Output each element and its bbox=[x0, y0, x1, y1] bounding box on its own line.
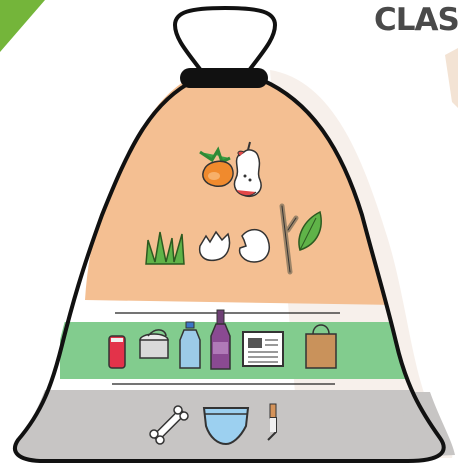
can-icon bbox=[109, 336, 125, 368]
page-title: CLAS bbox=[374, 2, 458, 38]
glass-bottle-icon bbox=[211, 310, 230, 369]
bag-handle bbox=[175, 8, 275, 76]
pale-ribbon bbox=[445, 48, 458, 108]
bag-tie bbox=[180, 68, 268, 88]
newspaper-icon bbox=[243, 332, 283, 366]
corner-accent bbox=[0, 0, 45, 52]
